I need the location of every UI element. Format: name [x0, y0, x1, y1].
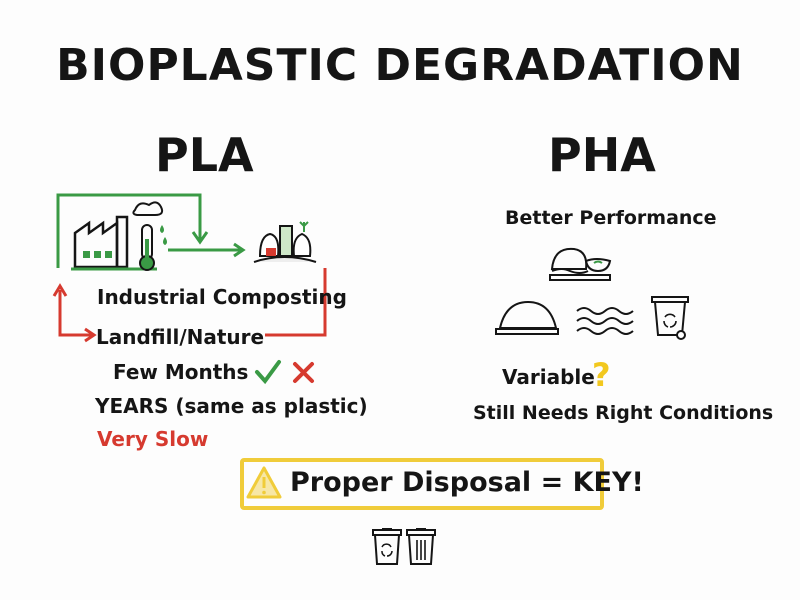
page-title: BIOPLASTIC DEGRADATION [56, 40, 744, 91]
pla-heading: PLA [155, 128, 254, 182]
industrial-composting-label: Industrial Composting [97, 285, 347, 309]
water-waves-icon [576, 307, 634, 335]
pha-heading: PHA [548, 128, 656, 182]
recycle-bin-icon [651, 296, 689, 340]
compost-pile-icon [253, 221, 317, 263]
few-months-label: Few Months [113, 360, 249, 384]
recycle-bin-icon [372, 528, 402, 565]
cross-icon [293, 362, 314, 383]
callout-box [240, 458, 604, 510]
years-label: YEARS (same as plastic) [95, 394, 368, 418]
proper-disposal-text: Proper Disposal = KEY! [290, 467, 644, 498]
landfill-nature-label: Landfill/Nature [96, 325, 265, 349]
better-performance-label: Better Performance [505, 207, 717, 229]
still-needs-label: Still Needs Right Conditions [473, 402, 774, 424]
question-icon: ? [592, 356, 611, 394]
very-slow-label: Very Slow [97, 427, 209, 451]
check-icon [255, 360, 281, 385]
trash-bin-icon [406, 528, 436, 565]
variable-label: Variable [502, 365, 595, 389]
soil-pile-icon [495, 300, 559, 335]
warning-icon [246, 466, 282, 499]
soil-compost-icon [549, 247, 612, 281]
thermometer-icon [139, 224, 167, 271]
